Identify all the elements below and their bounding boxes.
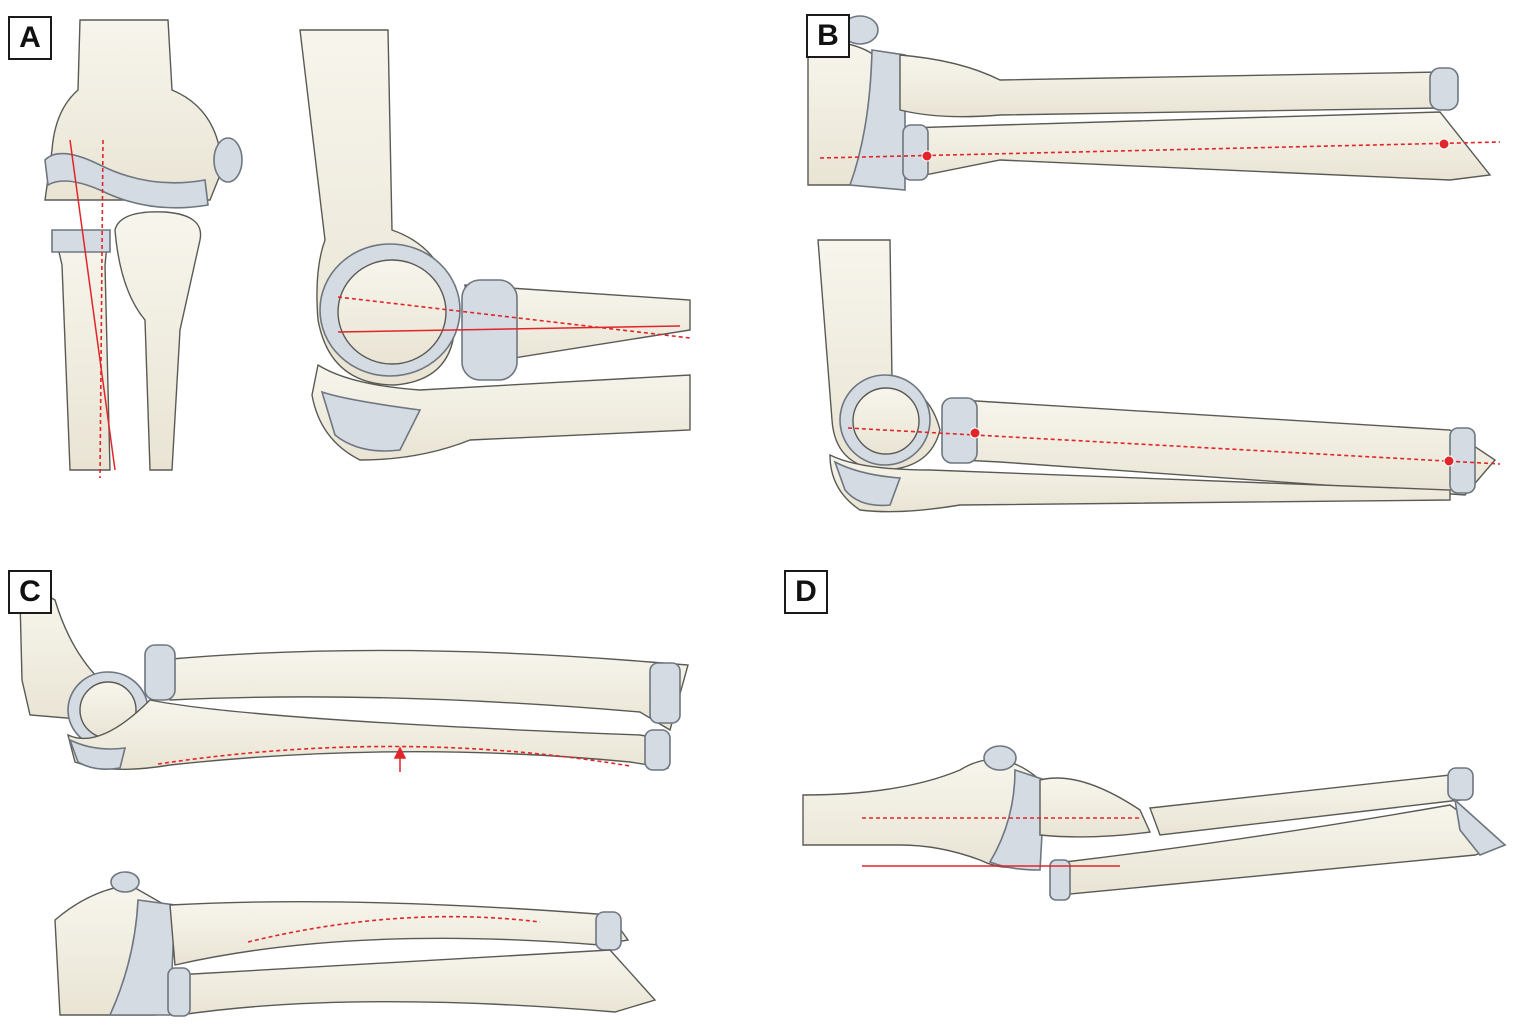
- ref-line-b1: [819, 141, 1501, 159]
- olecranon-cartilage: [320, 390, 422, 452]
- radial-head-cartilage-c: [144, 644, 176, 701]
- panel-b-bottom-illustration: [817, 239, 1501, 513]
- capitellum-inner: [337, 259, 447, 365]
- ref-line-a2: [99, 139, 104, 479]
- trochlea-cartilage-d: [988, 768, 1046, 871]
- epicondyle-d: [983, 745, 1017, 771]
- panel-label-c: C: [8, 570, 52, 614]
- ref-point-b4: [1443, 455, 1455, 467]
- distal-humerus-cartilage: [44, 152, 209, 209]
- olecranon-cartilage-b: [833, 460, 902, 507]
- epicondyle-c-bottom: [110, 871, 140, 893]
- ref-point-b1: [921, 150, 933, 162]
- ref-line-a1: [69, 139, 116, 471]
- radial-head-cartilage-ap: [51, 229, 111, 253]
- panel-a-illustration: [44, 19, 691, 479]
- ref-point-b3: [969, 427, 981, 439]
- panel-c-bottom-illustration: [54, 871, 657, 1017]
- ulna-head-cartilage-c: [644, 729, 671, 771]
- ulna-b-bottom: [829, 453, 1451, 513]
- capitellum-inner-b: [852, 387, 920, 455]
- ulna-head-cartilage-c2: [595, 911, 622, 951]
- panel-c-top-illustration: [19, 594, 689, 772]
- panel-label-b: B: [806, 14, 850, 58]
- ulna-head-cartilage-b-top: [1429, 67, 1459, 111]
- distal-radius-cartilage-c: [649, 662, 681, 724]
- ref-line-a4: [337, 325, 681, 333]
- trochlea-cartilage-c-bottom: [108, 899, 176, 1016]
- panel-d-illustration: [802, 745, 1507, 901]
- panel-label-d: D: [784, 570, 828, 614]
- panel-b-top-illustration: [807, 15, 1501, 191]
- panel-label-a: A: [8, 16, 52, 60]
- radius-c-bottom: [174, 949, 657, 1016]
- ref-line-b2: [847, 427, 1501, 465]
- medial-epicondyle: [213, 137, 243, 183]
- ref-point-b2: [1438, 138, 1450, 150]
- ref-arrow-c-head: [393, 746, 407, 759]
- radial-head-cartilage-c2: [167, 967, 191, 1017]
- ulna-d-prox: [1039, 777, 1152, 838]
- ulna-head-cartilage-d: [1447, 767, 1474, 801]
- radial-head-cartilage-d: [1049, 859, 1071, 901]
- ref-line-a3: [337, 296, 691, 339]
- ulna-ap: [114, 211, 202, 471]
- radius-b-top: [907, 111, 1492, 181]
- radius-d: [1059, 804, 1507, 896]
- ulna-b-top: [899, 54, 1441, 118]
- ref-curve-c1: [157, 745, 631, 767]
- trochlea-cartilage-b-top: [848, 49, 906, 191]
- olecranon-cartilage-c: [68, 738, 127, 770]
- radius-fragment-cartilage-d: [1453, 797, 1507, 856]
